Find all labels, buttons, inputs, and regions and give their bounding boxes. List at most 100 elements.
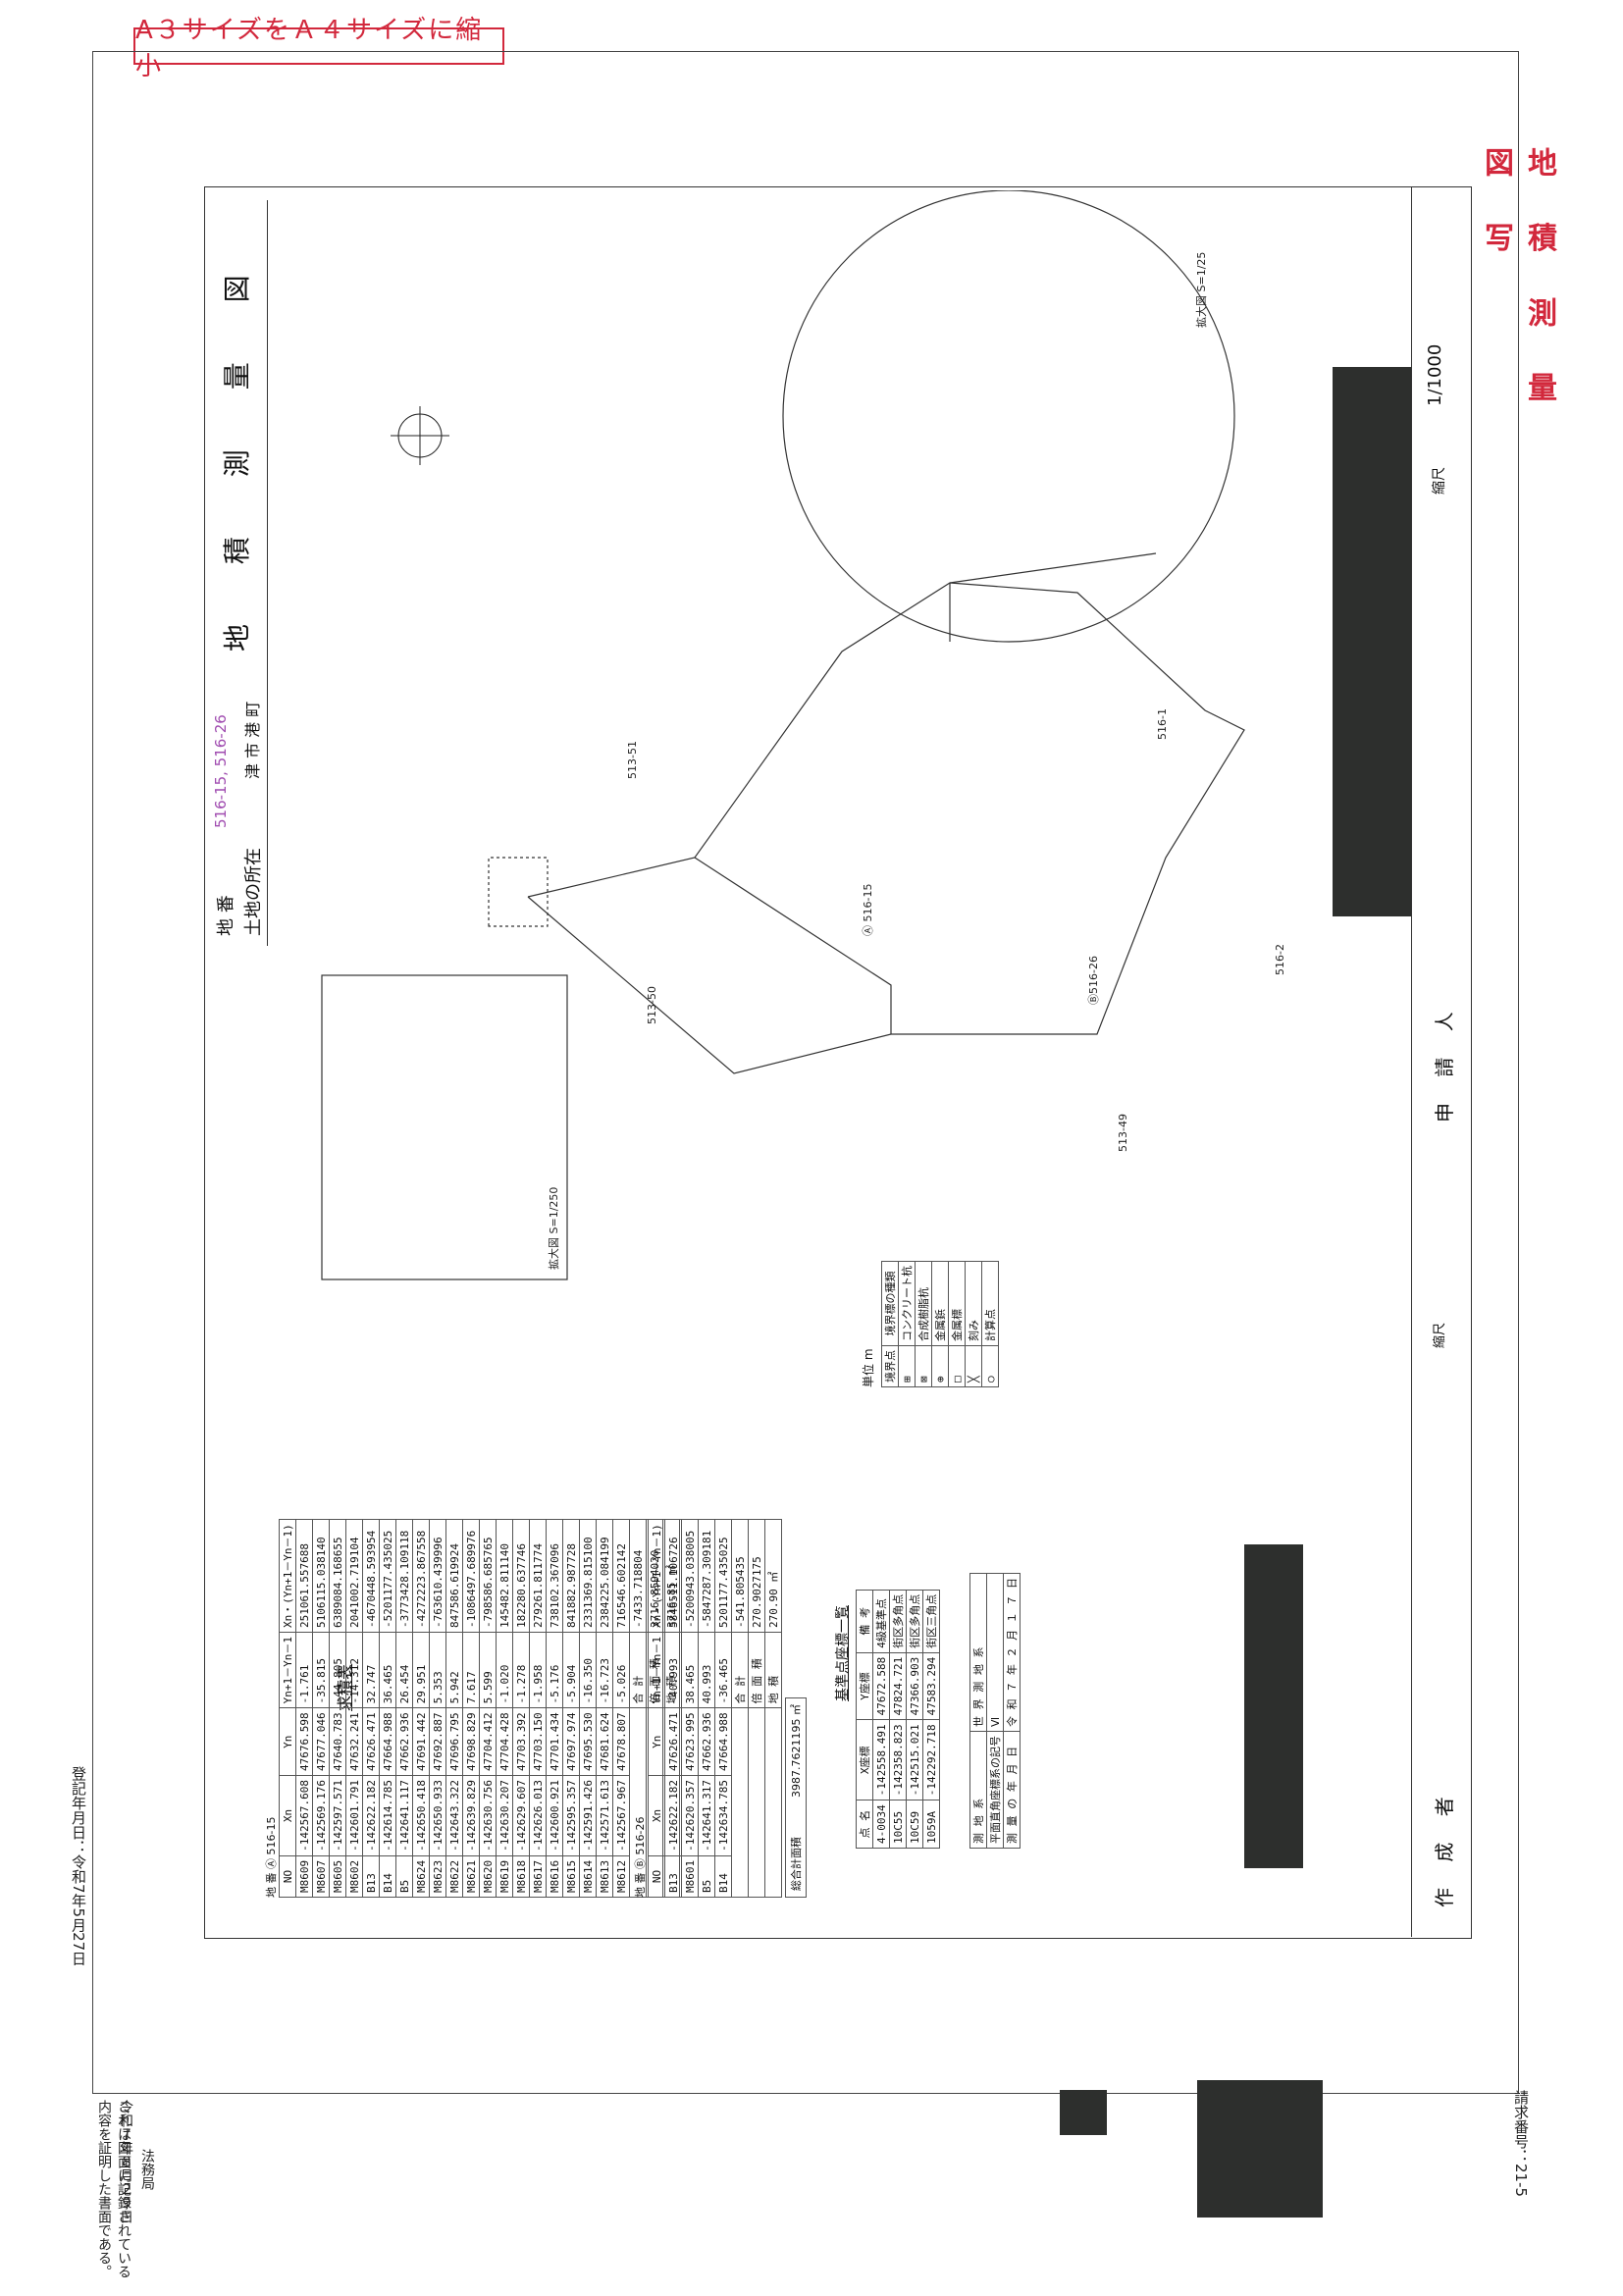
table-cell: B13 <box>664 1855 682 1898</box>
legend-unit: 単位 m <box>862 1348 875 1387</box>
table-cell: 47626.471 <box>362 1707 380 1776</box>
table-cell: 4-0034 <box>872 1800 890 1849</box>
table-cell: -142292.718 <box>922 1719 940 1800</box>
circle-scale: 拡大図 S=1/25 <box>1194 252 1208 328</box>
table-cell: 47678.807 <box>612 1707 630 1776</box>
table-cell: -5.904 <box>562 1632 580 1708</box>
legend-name: 計算点 <box>981 1261 999 1346</box>
table-cell: -142626.013 <box>529 1775 547 1856</box>
survey-row1-value: 世 界 測 地 系 <box>969 1573 987 1732</box>
table-cell: -1.958 <box>529 1632 547 1708</box>
outer-frame <box>92 51 1519 2094</box>
redaction-block <box>1333 367 1411 916</box>
table-cell: 5846511.106726 <box>664 1519 682 1633</box>
legend-symbol: ⊞ <box>898 1345 916 1387</box>
table-cell: -4670448.593954 <box>362 1519 380 1633</box>
table-b-chiban: 地 番 Ⓑ 516-26 <box>634 1816 647 1898</box>
table-cell: -142622.182 <box>362 1775 380 1856</box>
chiban-value: 516-15, 516-26 <box>212 714 230 828</box>
registration-date: 登記年月日：令和7年5月27日 <box>70 1766 87 1966</box>
table-cell: -142639.829 <box>462 1775 480 1856</box>
neighbor-513-49: 513-49 <box>1117 1114 1129 1152</box>
table-cell: 47366.903 <box>906 1652 923 1720</box>
neighbor-516-1: 516-1 <box>1156 708 1169 740</box>
col-header: Yn <box>648 1707 665 1776</box>
table-cell: -142358.823 <box>889 1719 907 1800</box>
table-cell: -142614.785 <box>379 1775 396 1856</box>
table-cell: 1059A <box>922 1800 940 1849</box>
table-cell: -36.465 <box>714 1632 732 1708</box>
table-cell: -142634.785 <box>714 1775 732 1856</box>
drawing-sheet <box>204 186 1472 1939</box>
col-header: Y座標 <box>856 1652 873 1720</box>
table-cell: 47824.721 <box>889 1652 907 1720</box>
table-cell: 5.353 <box>429 1632 446 1708</box>
sum-label: 合 計 <box>731 1632 749 1708</box>
table-cell: 5.942 <box>445 1632 463 1708</box>
legend-header-point: 境界点 <box>881 1345 899 1387</box>
table-cell: -142567.608 <box>295 1775 313 1856</box>
table-cell: -142591.426 <box>579 1775 597 1856</box>
table-cell: M8612 <box>612 1855 630 1898</box>
redaction-block <box>1060 2090 1107 2135</box>
table-cell: -14.312 <box>345 1632 363 1708</box>
survey-plan: Ⓐ 516-15 Ⓑ516-26 516-1 513-51 513-50 513… <box>321 190 1286 1280</box>
table-cell: 街区多角点 <box>906 1590 923 1653</box>
parcel-a-label: Ⓐ 516-15 <box>862 884 874 936</box>
table-cell: -1.761 <box>295 1632 313 1708</box>
certification-text: これは図面に記録されている内容を証明した書面である。 <box>96 2100 131 2278</box>
table-cell: 47701.434 <box>546 1707 563 1776</box>
redaction-block <box>1244 1544 1303 1868</box>
table-cell: M8624 <box>412 1855 430 1898</box>
table-cell: M8621 <box>462 1855 480 1898</box>
table-cell: 47626.471 <box>664 1707 682 1776</box>
table-cell: M8622 <box>445 1855 463 1898</box>
table-cell: B14 <box>714 1855 732 1898</box>
table-cell: -142515.021 <box>906 1719 923 1800</box>
table-cell: 47664.988 <box>714 1707 732 1776</box>
table-cell: -5200943.038005 <box>681 1519 699 1633</box>
table-cell: B13 <box>362 1855 380 1898</box>
table-cell: 716546.602142 <box>612 1519 630 1633</box>
legend-symbol: ⊕ <box>931 1345 949 1387</box>
table-cell: -5.176 <box>546 1632 563 1708</box>
table-cell: 2041002.719104 <box>345 1519 363 1633</box>
col-header: Xn <box>279 1775 296 1856</box>
table-cell: M8605 <box>329 1855 346 1898</box>
table-cell: M8601 <box>681 1855 699 1898</box>
table-cell: -142641.117 <box>395 1775 413 1856</box>
col-header: Xn・(Yn+1－Yn－1) <box>279 1519 296 1633</box>
table-cell: 32.747 <box>362 1632 380 1708</box>
table-cell: 841882.987728 <box>562 1519 580 1633</box>
table-cell: 47704.412 <box>479 1707 497 1776</box>
table-cell: 29.951 <box>412 1632 430 1708</box>
parcel-b-label: Ⓑ516-26 <box>1087 956 1100 1005</box>
neighbor-516-2: 516-2 <box>1274 944 1286 975</box>
col-header: Yn+1－Yn－1 <box>648 1632 665 1708</box>
table-cell: 182280.637746 <box>512 1519 530 1633</box>
table-cell: -142571.613 <box>596 1775 613 1856</box>
col-header: Yn <box>279 1707 296 1776</box>
sum-label: 地 積 <box>764 1632 782 1708</box>
table-cell: -142630.756 <box>479 1775 497 1856</box>
survey-row3-value: 令 和 ７ 年 ２ 月 １ ７ 日 <box>1003 1573 1021 1732</box>
sum-value: -7433.718804 <box>629 1519 647 1633</box>
table-cell: 47632.241 <box>345 1707 363 1776</box>
table-cell: 5201177.435025 <box>714 1519 732 1633</box>
